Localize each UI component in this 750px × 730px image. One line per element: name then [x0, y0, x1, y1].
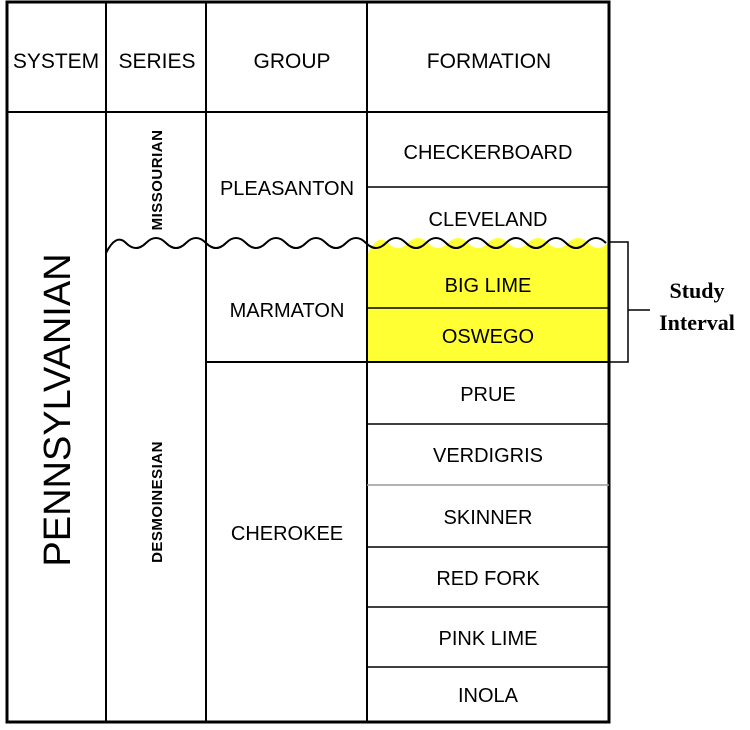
formation-label-oswego: OSWEGO	[442, 326, 534, 348]
formation-label-prue: PRUE	[460, 384, 516, 406]
system-label: PENNSYLVANIAN	[37, 253, 79, 566]
group-label-cherokee: CHEROKEE	[231, 523, 343, 545]
formation-label-big-lime: BIG LIME	[445, 275, 532, 297]
formation-label-checkerboard: CHECKERBOARD	[404, 142, 573, 164]
formation-label-inola: INOLA	[458, 685, 519, 707]
header-group: GROUP	[253, 50, 330, 73]
formation-label-verdigris: VERDIGRIS	[433, 445, 543, 467]
header-system: SYSTEM	[13, 50, 99, 73]
formation-label-skinner: SKINNER	[444, 507, 533, 529]
study-interval-label-line2: Interval	[659, 310, 735, 335]
study-interval-bracket	[609, 241, 629, 363]
formation-label-cleveland: CLEVELAND	[429, 209, 548, 231]
unconformity-wavy-line	[105, 237, 607, 254]
header-formation: FORMATION	[427, 50, 551, 73]
series-label-upper: MISSOURIAN	[149, 130, 166, 231]
header-series: SERIES	[118, 50, 195, 73]
group-label-marmaton: MARMATON	[230, 300, 345, 322]
formation-label-red-fork: RED FORK	[436, 568, 540, 590]
group-label-pleasanton: PLEASANTON	[220, 178, 354, 200]
formation-label-pink-lime: PINK LIME	[439, 628, 538, 650]
series-label-lower: DESMOINESIAN	[149, 441, 166, 563]
study-interval-highlight	[368, 238, 608, 362]
study-interval-label-line1: Study	[669, 278, 724, 303]
